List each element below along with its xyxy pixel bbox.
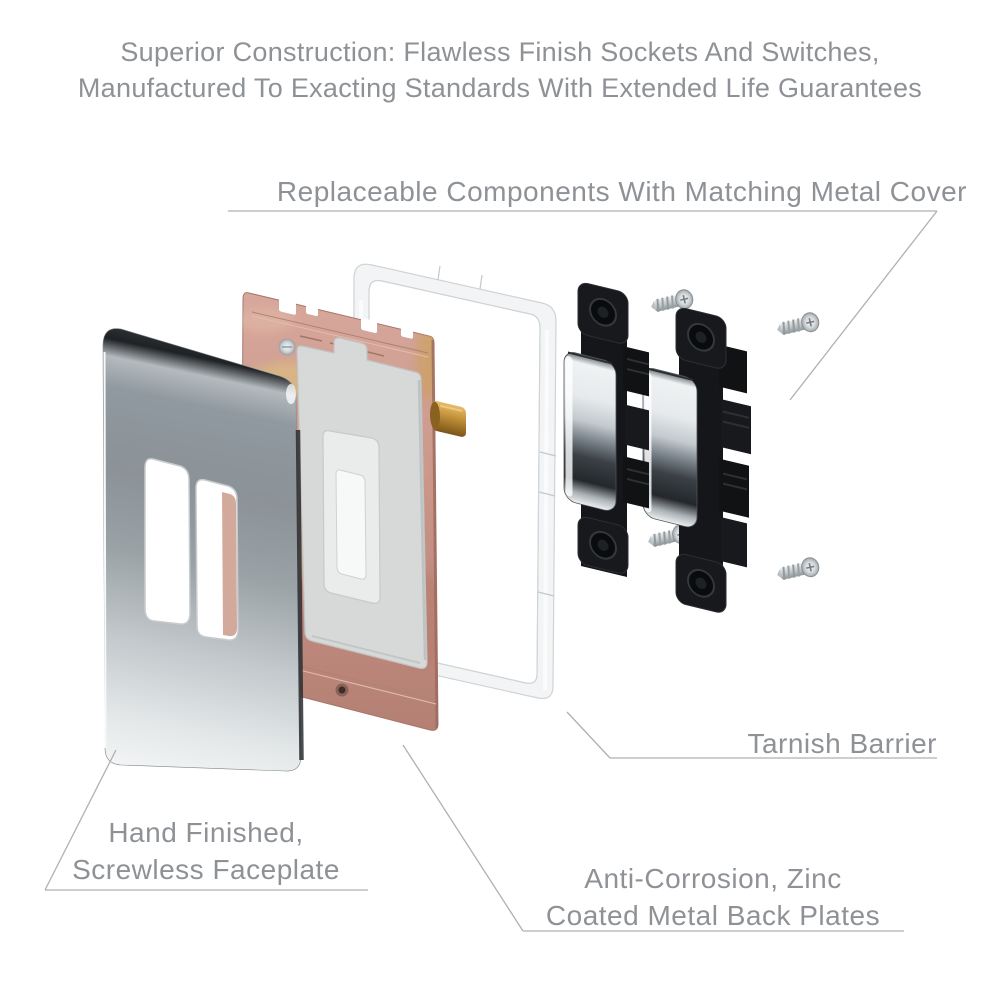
- annotation-anti-corrosion-line-1: Anti-Corrosion, Zinc: [584, 863, 842, 894]
- brass-terminal: [430, 401, 466, 437]
- switch-module-2: [642, 307, 751, 613]
- leader-line-hand-finished: [44, 749, 117, 891]
- fixing-screw-top-right: [773, 310, 822, 341]
- switch-rocker-2: [642, 367, 698, 528]
- annotation-hand-finished: Hand Finished, Screwless Faceplate: [6, 814, 406, 888]
- heading-line-2: Manufactured To Exacting Standards With …: [77, 73, 923, 103]
- chrome-faceplate: [102, 328, 304, 772]
- annotation-hand-finished-line-2: Screwless Faceplate: [72, 854, 340, 885]
- fixing-screw-bottom-right: [773, 555, 822, 586]
- annotation-hand-finished-line-1: Hand Finished,: [108, 817, 304, 848]
- switch-rocker-1: [563, 351, 617, 511]
- annotation-anti-corrosion: Anti-Corrosion, Zinc Coated Metal Back P…: [463, 860, 963, 934]
- leader-line-replaceable: [789, 210, 938, 401]
- heading-line-1: Superior Construction: Flawless Finish S…: [120, 37, 880, 67]
- annotation-replaceable-components: Replaceable Components With Matching Met…: [276, 176, 967, 207]
- annotation-anti-corrosion-line-2: Coated Metal Back Plates: [545, 900, 881, 931]
- annotation-tarnish-barrier: Tarnish Barrier: [747, 728, 937, 759]
- leader-line-tarnish: [566, 711, 611, 759]
- faceplate-slot-left: [144, 457, 191, 625]
- switch-module-1: [563, 282, 649, 578]
- leader-line-anti-corrosion: [402, 744, 524, 932]
- page-title: Superior Construction: Flawless Finish S…: [0, 34, 1000, 106]
- mounting-grid-insert: [296, 337, 428, 669]
